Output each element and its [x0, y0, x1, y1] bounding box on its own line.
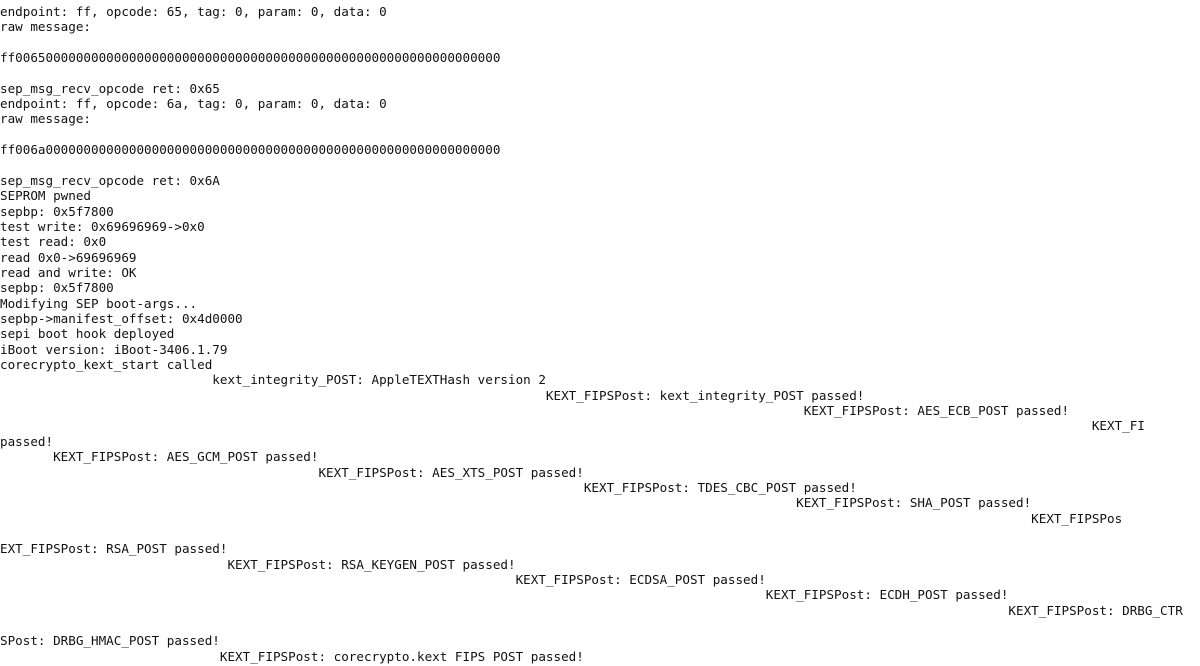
terminal-line: KEXT_FIPSPost: AES_XTS_POST passed! — [0, 464, 584, 480]
terminal-line: sepi boot hook deployed — [0, 326, 175, 342]
terminal-line: KEXT_FIPSPost: TDES_CBC_POST passed! — [0, 479, 857, 495]
terminal-line: endpoint: ff, opcode: 6a, tag: 0, param:… — [0, 96, 387, 112]
terminal-line: ff006a0000000000000000000000000000000000… — [0, 142, 501, 158]
terminal-line: sepbp->manifest_offset: 0x4d0000 — [0, 311, 243, 326]
terminal-line: corecrypto_kext_start called — [0, 357, 213, 373]
terminal-line: KEXT_FIPSPost: kext_integrity_POST passe… — [0, 387, 865, 403]
terminal-line: KEXT_FIPSPost: DRBG_CTR — [0, 602, 1183, 618]
terminal-line: read and write: OK — [0, 264, 137, 280]
terminal-line: EXT_FIPSPost: RSA_POST passed! — [0, 541, 228, 557]
terminal-line: sep_msg_recv_opcode ret: 0x65 — [0, 80, 220, 96]
terminal-line: endpoint: ff, opcode: 65, tag: 0, param:… — [0, 4, 387, 19]
terminal-line: read 0x0->69696969 — [0, 249, 137, 265]
terminal-line: KEXT_FI — [0, 418, 1145, 434]
terminal-line: SPost: DRBG_HMAC_POST passed! — [0, 633, 220, 649]
terminal-line: passed! — [0, 433, 54, 449]
terminal-line: sepbp: 0x5f7800 — [0, 280, 114, 296]
terminal-line: KEXT_FIPSPos — [0, 510, 1123, 526]
terminal-line: test read: 0x0 — [0, 234, 107, 250]
terminal-line: KEXT_FIPSPost: ECDH_POST passed! — [0, 587, 1009, 603]
terminal-line: raw message: — [0, 19, 91, 35]
terminal-line: kext_integrity_POST: AppleTEXTHash versi… — [0, 372, 546, 388]
terminal-line: raw message: — [0, 111, 91, 127]
terminal-line: ff00650000000000000000000000000000000000… — [0, 50, 501, 66]
terminal-line: KEXT_FIPSPost: AES_ECB_POST passed! — [0, 403, 1070, 419]
terminal-line: SEPROM pwned — [0, 188, 91, 204]
terminal-line: KEXT_FIPSPost: RSA_KEYGEN_POST passed! — [0, 556, 516, 572]
terminal-line: test write: 0x69696969->0x0 — [0, 218, 205, 234]
terminal-line: KEXT_FIPSPost: ECDSA_POST passed! — [0, 571, 766, 587]
terminal-line: sepbp: 0x5f7800 — [0, 203, 114, 219]
terminal-line: sep_msg_recv_opcode ret: 0x6A — [0, 172, 220, 188]
terminal-line: KEXT_FIPSPost: AES_GCM_POST passed! — [0, 449, 319, 465]
terminal-line: iBoot version: iBoot-3406.1.79 — [0, 341, 228, 357]
terminal-line: Modifying SEP boot-args... — [0, 295, 198, 311]
terminal-line: KEXT_FIPSPost: SHA_POST passed! — [0, 495, 1032, 511]
terminal-line: KEXT_FIPSPost: corecrypto.kext FIPS POST… — [0, 648, 584, 664]
